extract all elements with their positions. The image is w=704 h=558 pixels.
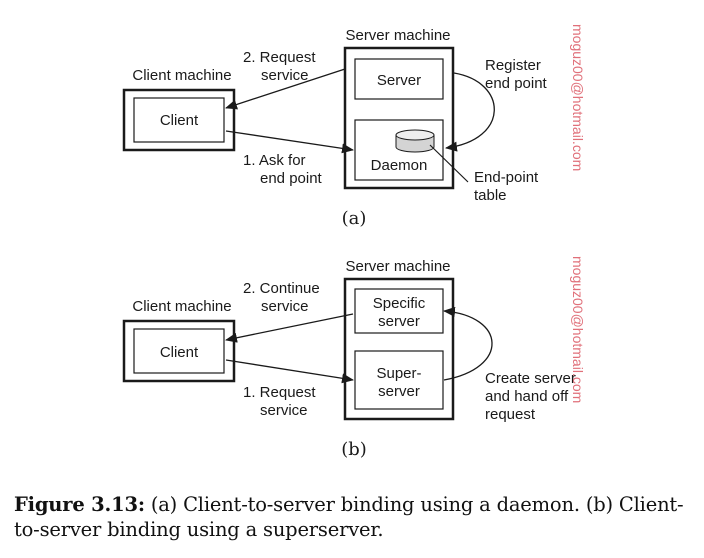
request-label-line1-b: 1. Request [243, 384, 316, 401]
client-machine-label-b: Client machine [132, 298, 231, 315]
create-label-line3: request [485, 406, 536, 423]
binding-diagram: Server machine Client machine Client Ser… [122, 24, 586, 460]
ask-label-line2-a: end point [260, 170, 323, 187]
client-box-a [133, 97, 225, 143]
request-label-line1-a: 2. Request [243, 49, 316, 66]
super-label-line1: Super- [376, 365, 421, 382]
specific-server-box [354, 288, 444, 334]
request-label-line2-b: service [260, 402, 308, 419]
request-service-arrow-b [225, 359, 354, 384]
client-label-b: Client [160, 344, 199, 361]
ask-endpoint-arrow-a [225, 130, 354, 154]
daemon-box-a [354, 119, 444, 181]
endpoint-label-line1: End-point [474, 169, 539, 186]
create-label-line2: and hand off [485, 388, 569, 405]
endpoint-label-line2: table [474, 187, 507, 204]
endpoint-table-pointer [429, 144, 469, 183]
client-machine-label-a: Client machine [132, 67, 231, 84]
request-label-line2-a: service [261, 67, 309, 84]
register-label-line1: Register [485, 57, 541, 74]
continue-label-line2: service [261, 298, 309, 315]
create-label-line1: Create server [485, 370, 576, 387]
request-service-arrow-a [225, 68, 346, 110]
endpoint-table-database-icon [395, 129, 435, 153]
specific-label-line1: Specific [373, 295, 426, 312]
client-machine-box-b [122, 319, 236, 383]
watermark-top: moguz00@hotmail.com [570, 24, 586, 171]
server-machine-label-b: Server machine [345, 258, 450, 275]
panel-a: Server machine Client machine Client Ser… [122, 27, 548, 229]
client-machine-box-a [122, 88, 236, 152]
ask-label-line1-a: 1. Ask for [243, 152, 306, 169]
register-label-line2: end point [485, 75, 548, 92]
daemon-label-a: Daemon [371, 157, 428, 174]
continue-label-line1: 2. Continue [243, 280, 320, 297]
create-server-arrow [443, 306, 493, 381]
client-box-b [133, 328, 225, 374]
caption-text: (a) Client-to-server binding using a dae… [14, 493, 684, 541]
figure-caption: Figure 3.13: (a) Client-to-server bindin… [14, 492, 700, 542]
server-box-a [354, 58, 444, 100]
specific-label-line2: server [378, 313, 420, 330]
register-endpoint-arrow [445, 72, 495, 152]
server-machine-label-a: Server machine [345, 27, 450, 44]
figure-number: Figure 3.13: [14, 493, 145, 516]
panel-a-label: (a) [342, 208, 367, 229]
continue-service-arrow [225, 313, 354, 343]
server-label-a: Server [377, 72, 421, 89]
super-label-line2: server [378, 383, 420, 400]
panel-b: Server machine Client machine Client Spe… [122, 258, 576, 460]
server-machine-box-a [343, 46, 455, 190]
client-label-a: Client [160, 112, 199, 129]
superserver-box [354, 350, 444, 410]
server-machine-box-b [343, 277, 455, 421]
watermark-bottom: moguz00@hotmail.com [570, 256, 586, 403]
panel-b-label: (b) [341, 439, 367, 460]
